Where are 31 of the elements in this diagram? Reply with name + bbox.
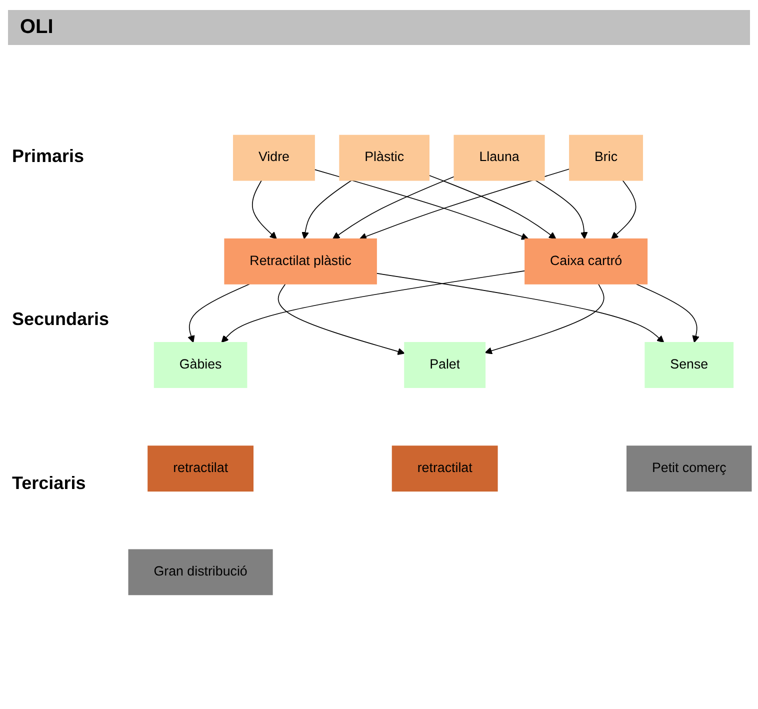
arrow bbox=[359, 168, 570, 240]
node-box: Palet bbox=[404, 342, 486, 388]
arrow bbox=[636, 284, 700, 343]
row-label: Primaris bbox=[12, 146, 86, 168]
node-box: Gàbies bbox=[154, 342, 248, 388]
node-box: Retractilat plàstic bbox=[224, 238, 377, 284]
arrow bbox=[376, 272, 664, 343]
arrow bbox=[302, 180, 352, 240]
node-box: retractilat bbox=[148, 446, 254, 492]
arrow bbox=[535, 180, 588, 240]
node-box: retractilat bbox=[392, 446, 498, 492]
arrow bbox=[221, 270, 526, 343]
arrow bbox=[428, 174, 556, 240]
node-box: Vidre bbox=[233, 134, 315, 181]
node-box: Bric bbox=[569, 134, 644, 181]
arrow bbox=[188, 284, 250, 343]
row-label: Terciaris bbox=[12, 472, 87, 494]
node-box: Llauna bbox=[454, 134, 545, 181]
node-box: Caixa cartró bbox=[524, 238, 648, 284]
arrow bbox=[611, 180, 636, 240]
title-band: OLI bbox=[8, 10, 750, 45]
node-box: Petit comerç bbox=[626, 446, 752, 492]
node-box: Sense bbox=[644, 342, 734, 388]
arrow bbox=[278, 284, 405, 356]
arrow bbox=[314, 169, 529, 240]
node-box: Plàstic bbox=[339, 134, 430, 181]
arrow bbox=[252, 180, 277, 240]
arrow bbox=[484, 284, 604, 354]
row-label: Secundaris bbox=[12, 309, 110, 330]
arrow bbox=[332, 176, 455, 240]
node-box: Gran distribució bbox=[128, 549, 273, 596]
